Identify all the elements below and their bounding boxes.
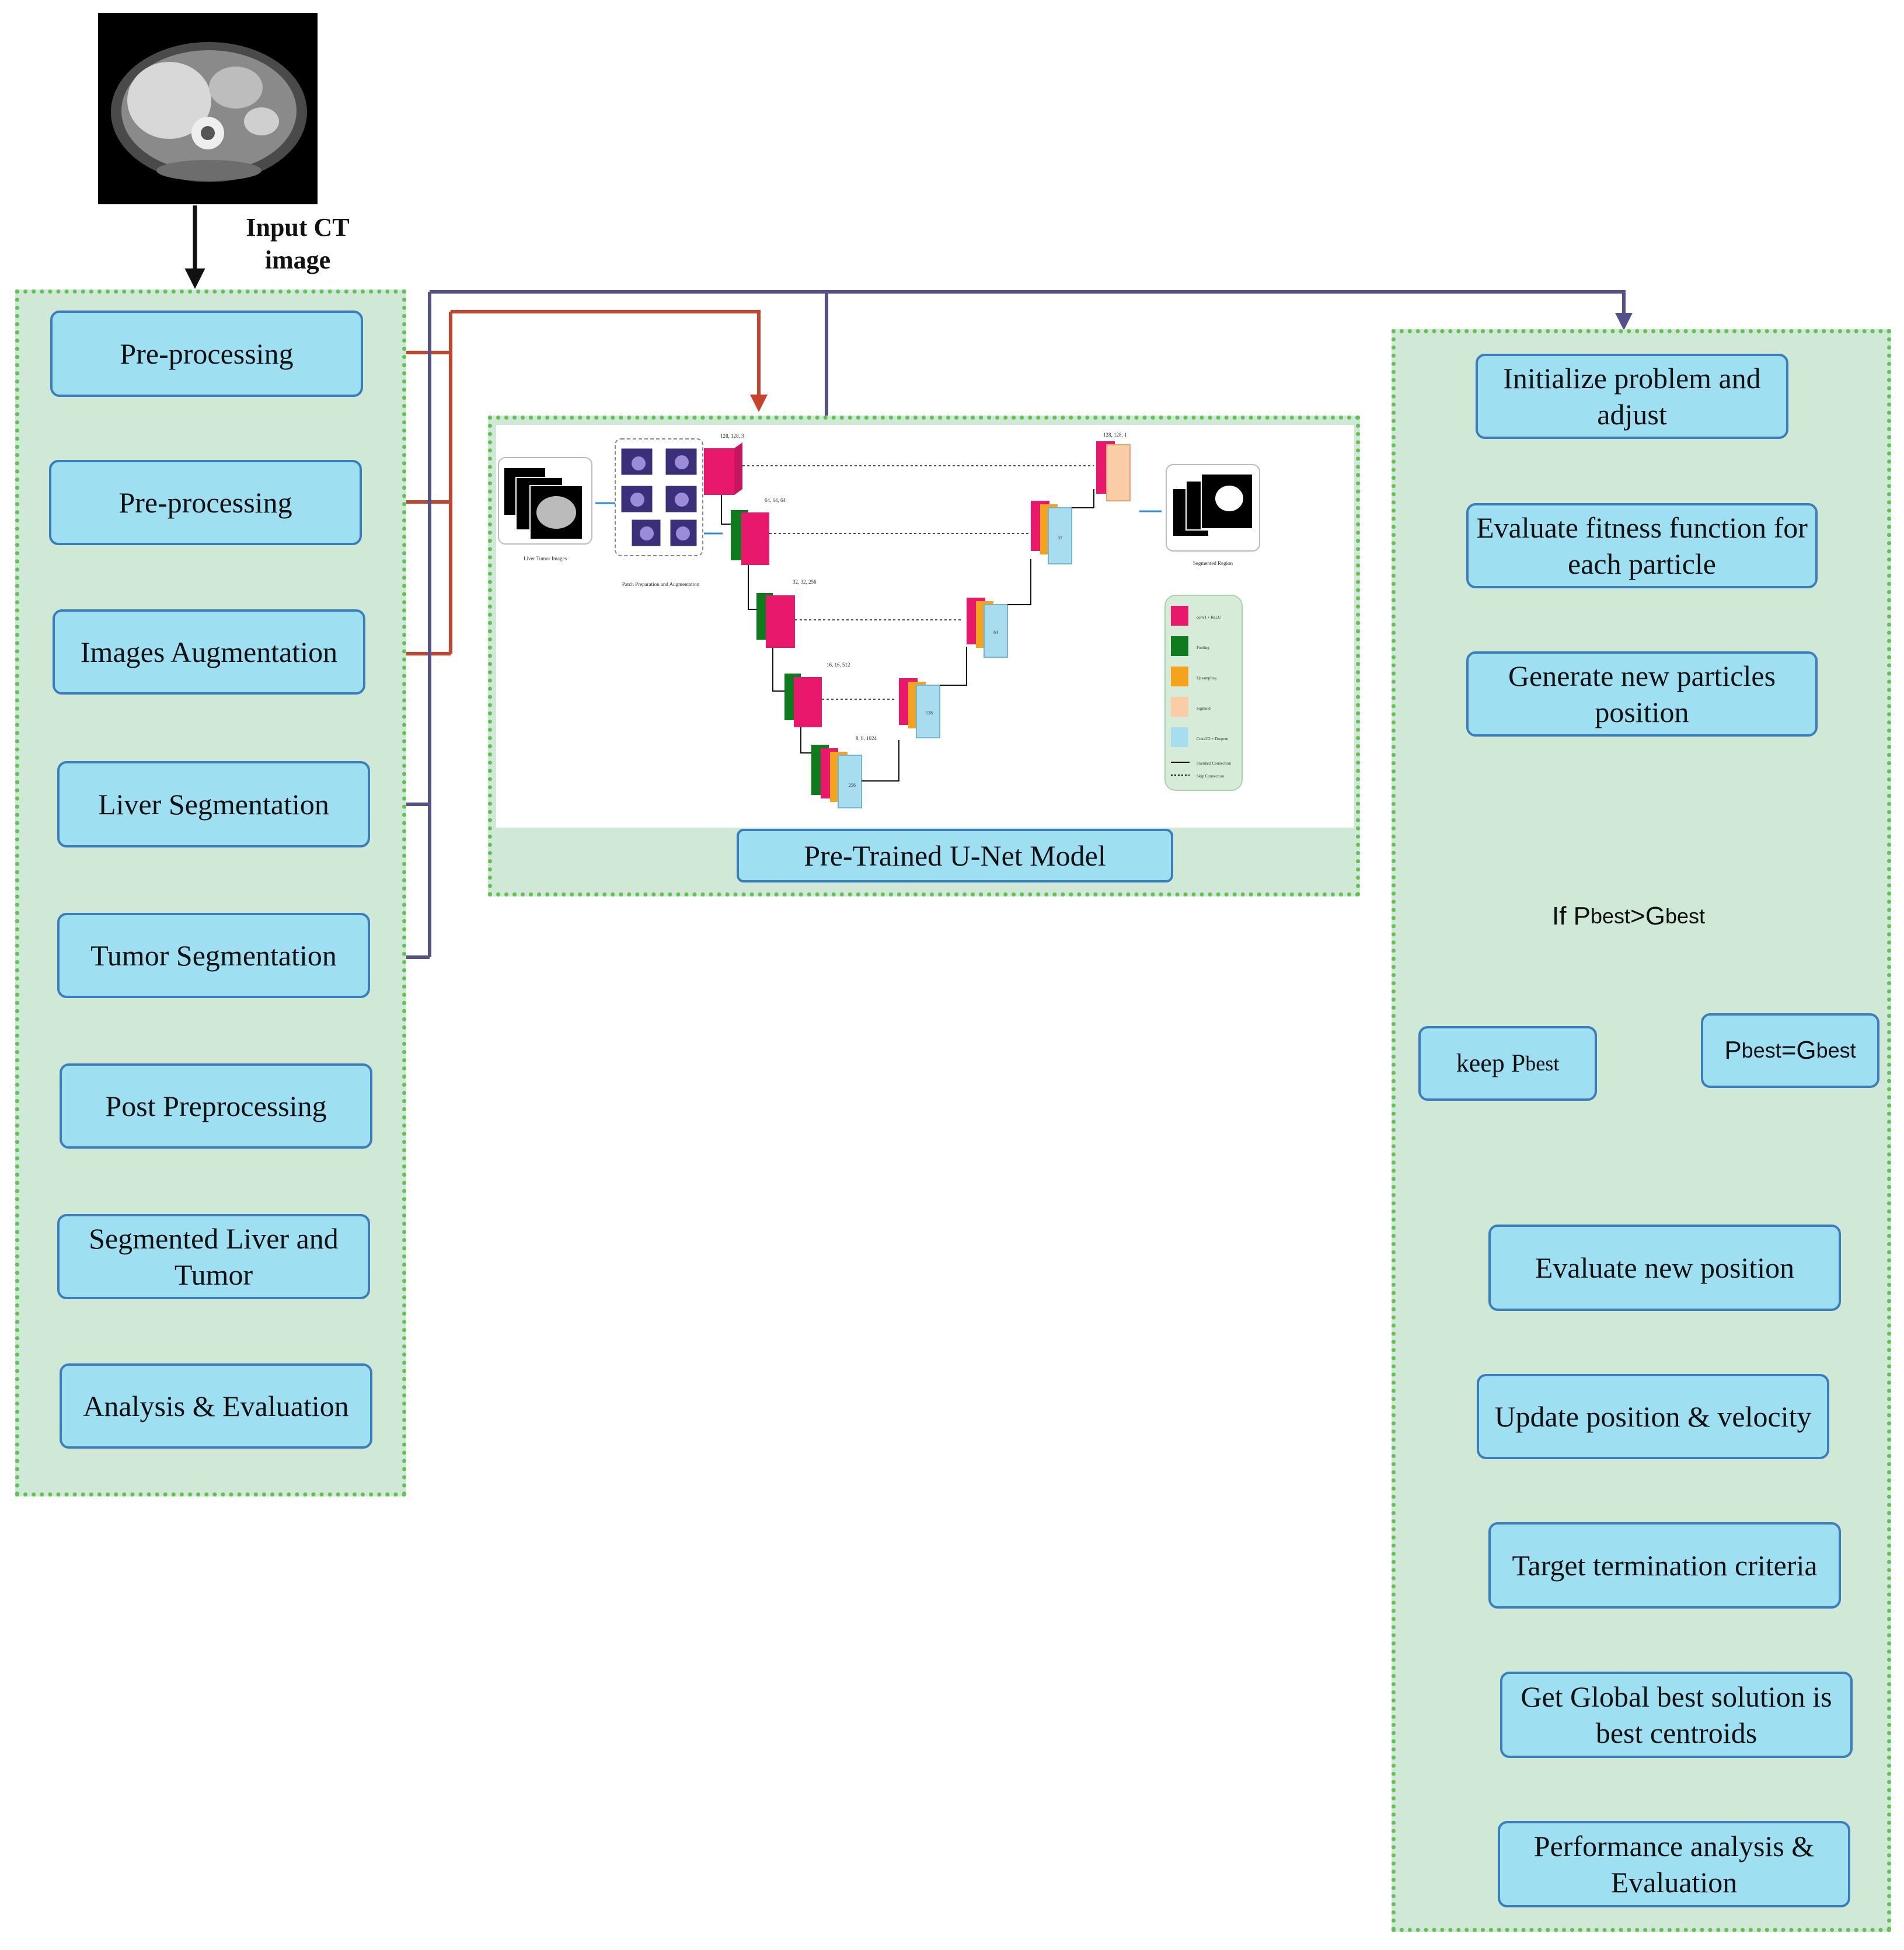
svg-text:64: 64 [993, 630, 998, 635]
svg-text:32: 32 [1058, 535, 1062, 540]
step-analysis-evaluation[interactable]: Analysis & Evaluation [60, 1363, 372, 1449]
svg-text:conv1 + ReLU: conv1 + ReLU [1197, 615, 1221, 620]
label-input-images: Liver Tumor Images [524, 556, 567, 561]
step-evaluate-new-position[interactable]: Evaluate new position [1488, 1225, 1841, 1311]
step-images-augmentation[interactable]: Images Augmentation [53, 609, 365, 695]
input-ct-image [98, 13, 318, 204]
decoder-block-2 [967, 598, 1008, 658]
svg-text:Skip Connection: Skip Connection [1197, 774, 1224, 779]
svg-text:Pooling: Pooling [1197, 646, 1209, 650]
step-post-preprocessing[interactable]: Post Preprocessing [60, 1063, 372, 1149]
svg-text:128: 128 [926, 710, 933, 716]
step-liver-segmentation[interactable]: Liver Segmentation [57, 761, 370, 847]
encoder-block-1 [704, 442, 742, 495]
step-segmented-liver-tumor[interactable]: Segmented Liver and Tumor [57, 1214, 370, 1299]
svg-text:Conv2D + Dropout: Conv2D + Dropout [1197, 737, 1229, 741]
svg-text:64, 64, 64: 64, 64, 64 [765, 497, 786, 503]
step-evaluate-fitness[interactable]: Evaluate fitness function for each parti… [1466, 503, 1818, 588]
input-caption: Input CT image [246, 213, 350, 274]
step-pre-processing-2[interactable]: Pre-processing [49, 460, 362, 545]
decoder-block-1 [899, 678, 940, 738]
step-global-best[interactable]: Get Global best solution is best centroi… [1500, 1672, 1853, 1758]
pretrained-unet-label[interactable]: Pre-Trained U-Net Model [737, 829, 1173, 882]
bottleneck-block [811, 745, 862, 808]
encoder-block-3 [756, 593, 795, 648]
pso-panel [1392, 329, 1891, 1932]
svg-text:Standard Connection: Standard Connection [1197, 761, 1231, 766]
step-initialize[interactable]: Initialize problem and adjust [1476, 354, 1788, 439]
step-tumor-segmentation[interactable]: Tumor Segmentation [57, 913, 370, 998]
svg-text:256: 256 [849, 783, 856, 788]
encoder-block-4 [784, 674, 822, 727]
label-segmented-region: Segmented Region [1193, 560, 1233, 566]
svg-text:16, 16, 512: 16, 16, 512 [827, 662, 850, 668]
step-pre-processing-1[interactable]: Pre-processing [50, 311, 363, 397]
decoder-block-3 [1031, 501, 1072, 564]
step-generate-particles[interactable]: Generate new particles position [1466, 651, 1818, 737]
svg-text:128, 128, 1: 128, 128, 1 [1103, 432, 1127, 438]
unet-architecture-figure: Liver Tumor Images Patch Preparation and… [496, 425, 1354, 828]
encoder-block-2 [731, 510, 769, 565]
step-performance-analysis[interactable]: Performance analysis & Evaluation [1498, 1821, 1850, 1907]
label-patch-preparation: Patch Preparation and Augmentation [622, 581, 700, 587]
step-update-position-velocity[interactable]: Update position & velocity [1477, 1374, 1829, 1459]
svg-text:Sigmoid: Sigmoid [1197, 706, 1211, 711]
svg-text:32, 32, 256: 32, 32, 256 [793, 579, 817, 585]
step-target-termination[interactable]: Target termination criteria [1488, 1522, 1841, 1609]
svg-text:8, 8, 1024: 8, 8, 1024 [856, 735, 877, 741]
output-block [1096, 441, 1131, 501]
svg-text:128, 128, 3: 128, 128, 3 [720, 433, 744, 439]
svg-text:Upsampling: Upsampling [1197, 676, 1217, 681]
